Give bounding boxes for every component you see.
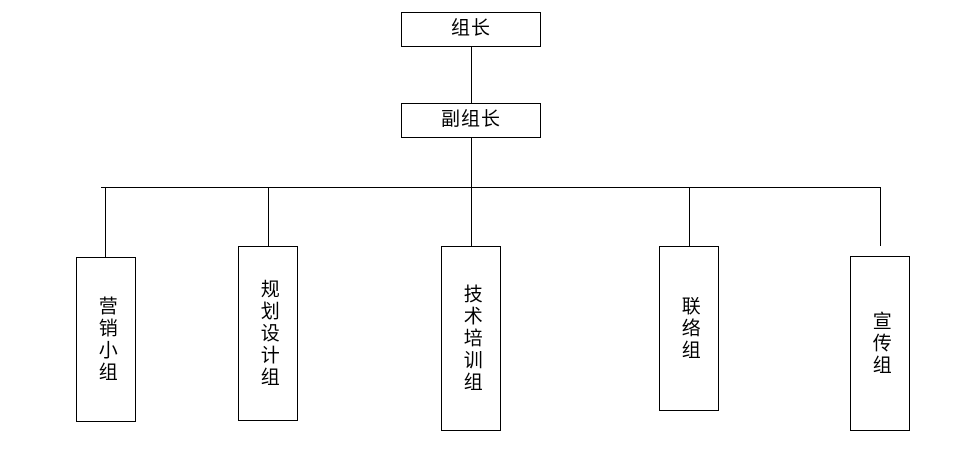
connector-bus-to-group-4 — [689, 187, 690, 246]
node-group-5-label: 宣传组 — [869, 310, 891, 377]
node-group-3-label: 技术培训组 — [460, 283, 482, 394]
node-leader-label: 组长 — [450, 18, 491, 40]
node-group-1: 营销小组 — [76, 257, 136, 422]
node-group-2-label: 规划设计组 — [257, 278, 279, 389]
connector-horizontal-bus — [101, 187, 881, 188]
connector-leader-to-deputy — [471, 47, 472, 103]
node-group-1-label: 营销小组 — [95, 295, 117, 384]
node-deputy: 副组长 — [401, 103, 541, 138]
node-deputy-label: 副组长 — [440, 109, 501, 131]
node-group-4: 联络组 — [659, 246, 719, 411]
connector-bus-to-group-5 — [880, 187, 881, 246]
connector-bus-to-group-2 — [268, 187, 269, 246]
connector-bus-to-group-1 — [105, 187, 106, 257]
node-leader: 组长 — [401, 12, 541, 47]
node-group-3: 技术培训组 — [441, 246, 501, 431]
connector-bus-to-group-3 — [471, 187, 472, 246]
node-group-4-label: 联络组 — [678, 295, 700, 362]
node-group-2: 规划设计组 — [238, 246, 298, 421]
node-group-5: 宣传组 — [850, 256, 910, 431]
connector-deputy-to-bus — [471, 138, 472, 187]
